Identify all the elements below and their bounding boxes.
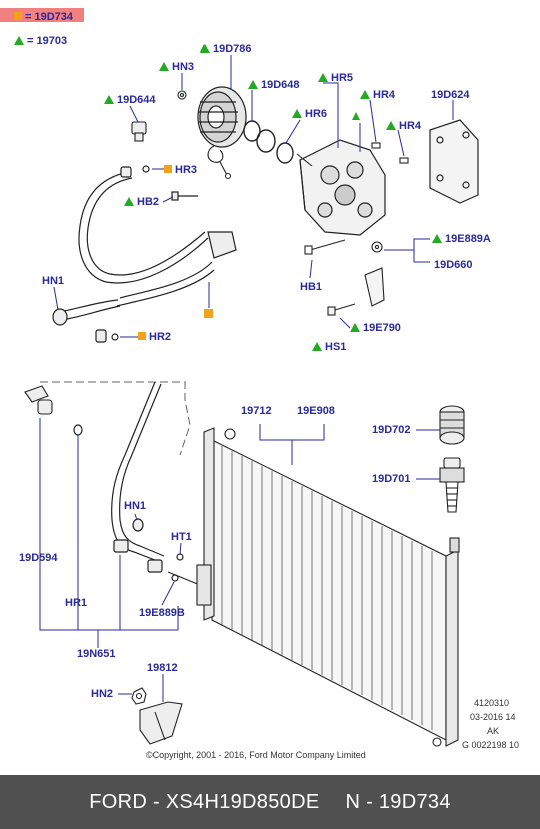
callout-hn2: HN2 bbox=[91, 688, 114, 700]
triangle-marker-icon bbox=[14, 36, 24, 45]
callout-hb2: HB2 bbox=[124, 196, 159, 208]
19d644-fitting bbox=[131, 121, 147, 142]
bracket-19e790 bbox=[327, 267, 385, 316]
bracket-19812 bbox=[139, 701, 183, 745]
callout-hn1-lower: HN1 bbox=[124, 500, 147, 512]
leader-lines bbox=[39, 55, 454, 702]
condenser-fins bbox=[221, 446, 433, 730]
pulley-clutch bbox=[197, 86, 247, 148]
triangle-marker-icon bbox=[312, 342, 322, 351]
callout-19d660: 19D660 bbox=[434, 259, 473, 271]
callout-19712: 19712 bbox=[241, 405, 272, 417]
lower-hose bbox=[111, 381, 201, 586]
washer-19e889a bbox=[371, 241, 383, 253]
callout-19n651: 19N651 bbox=[77, 648, 116, 660]
legend-triangle-row: = 19703 bbox=[14, 35, 67, 47]
triangle-marker-icon bbox=[248, 80, 258, 89]
illustration-date: 03-2016 14 bbox=[470, 712, 516, 722]
hn2-nut bbox=[131, 687, 147, 705]
triangle-marker-icon bbox=[360, 90, 370, 99]
callout-hr4-lower: HR4 bbox=[386, 120, 421, 132]
square-marker-icon bbox=[164, 165, 172, 173]
triangle-marker-icon bbox=[124, 197, 134, 206]
drier-plug-19d701 bbox=[439, 457, 465, 513]
callout-hs1: HS1 bbox=[312, 341, 346, 353]
callout-ht1: HT1 bbox=[171, 531, 192, 543]
callout-hb1: HB1 bbox=[300, 281, 323, 293]
triangle-marker-icon bbox=[386, 121, 396, 130]
triangle-marker-icon bbox=[159, 62, 169, 71]
square-marker-icon bbox=[14, 12, 22, 20]
callout-19d648: 19D648 bbox=[248, 79, 300, 91]
illustration-number: 4120310 bbox=[474, 698, 510, 708]
footer-brand-part: FORD - XS4H19D850DE bbox=[89, 791, 320, 813]
drier-cap-19d702 bbox=[439, 405, 465, 445]
triangle-marker-icon bbox=[292, 109, 302, 118]
triangle-marker-icon bbox=[350, 323, 360, 332]
callout-19e889a: 19E889A bbox=[432, 233, 491, 245]
hr1-o-ring bbox=[73, 424, 83, 436]
legend-triangle-text: = 19703 bbox=[27, 35, 68, 47]
callout-19e790: 19E790 bbox=[350, 322, 401, 334]
hn3-nut bbox=[177, 90, 187, 100]
callout-hn3: HN3 bbox=[159, 61, 194, 73]
clutch-wire bbox=[207, 145, 232, 180]
compressor-bolts bbox=[296, 142, 409, 255]
legend-square-text: = 19D734 bbox=[25, 11, 74, 23]
footer-reference: N - 19D734 bbox=[345, 791, 451, 813]
callout-hr4-upper: HR4 bbox=[360, 89, 395, 101]
callout-19d702: 19D702 bbox=[372, 424, 411, 436]
callout-19d701: 19D701 bbox=[372, 473, 411, 485]
illustration-code: AK bbox=[487, 726, 500, 736]
upper-hose bbox=[52, 165, 237, 343]
callout-19d644: 19D644 bbox=[104, 94, 156, 106]
callout-hr5: HR5 bbox=[318, 72, 353, 84]
condenser bbox=[196, 427, 460, 747]
callout-squares bbox=[204, 309, 213, 318]
triangle-marker-icon bbox=[104, 95, 114, 104]
callout-19d594: 19D594 bbox=[19, 552, 58, 564]
triangle-marker-icon bbox=[432, 234, 442, 243]
sensor-19d594 bbox=[24, 385, 53, 415]
callout-hr3: HR3 bbox=[164, 164, 197, 176]
exploded-parts-diagram bbox=[0, 8, 479, 747]
callout-19d786: 19D786 bbox=[200, 43, 252, 55]
19d624-cover-plate bbox=[429, 119, 479, 204]
callout-19e908: 19E908 bbox=[297, 405, 335, 417]
compressor-body bbox=[299, 139, 386, 236]
callout-hn1-upper: HN1 bbox=[42, 275, 65, 287]
o-rings bbox=[243, 120, 294, 164]
illustration-ref: G 0022198 10 bbox=[462, 740, 520, 750]
group-boundary bbox=[40, 381, 191, 456]
triangle-marker-icon bbox=[318, 73, 328, 82]
callout-hr2: HR2 bbox=[138, 331, 171, 343]
copyright-text: ©Copyright, 2001 - 2016, Ford Motor Comp… bbox=[146, 750, 366, 760]
callout-19e889b: 19E889B bbox=[139, 607, 185, 619]
legend-square-row: = 19D734 bbox=[14, 11, 73, 23]
callout-hr6: HR6 bbox=[292, 108, 327, 120]
callout-19d624: 19D624 bbox=[431, 89, 470, 101]
callout-hr1: HR1 bbox=[65, 597, 88, 609]
footer-bar: FORD - XS4H19D850DE N - 19D734 bbox=[0, 775, 540, 829]
square-marker-icon bbox=[138, 332, 146, 340]
callout-19812: 19812 bbox=[147, 662, 178, 674]
triangle-marker-icon bbox=[200, 44, 210, 53]
